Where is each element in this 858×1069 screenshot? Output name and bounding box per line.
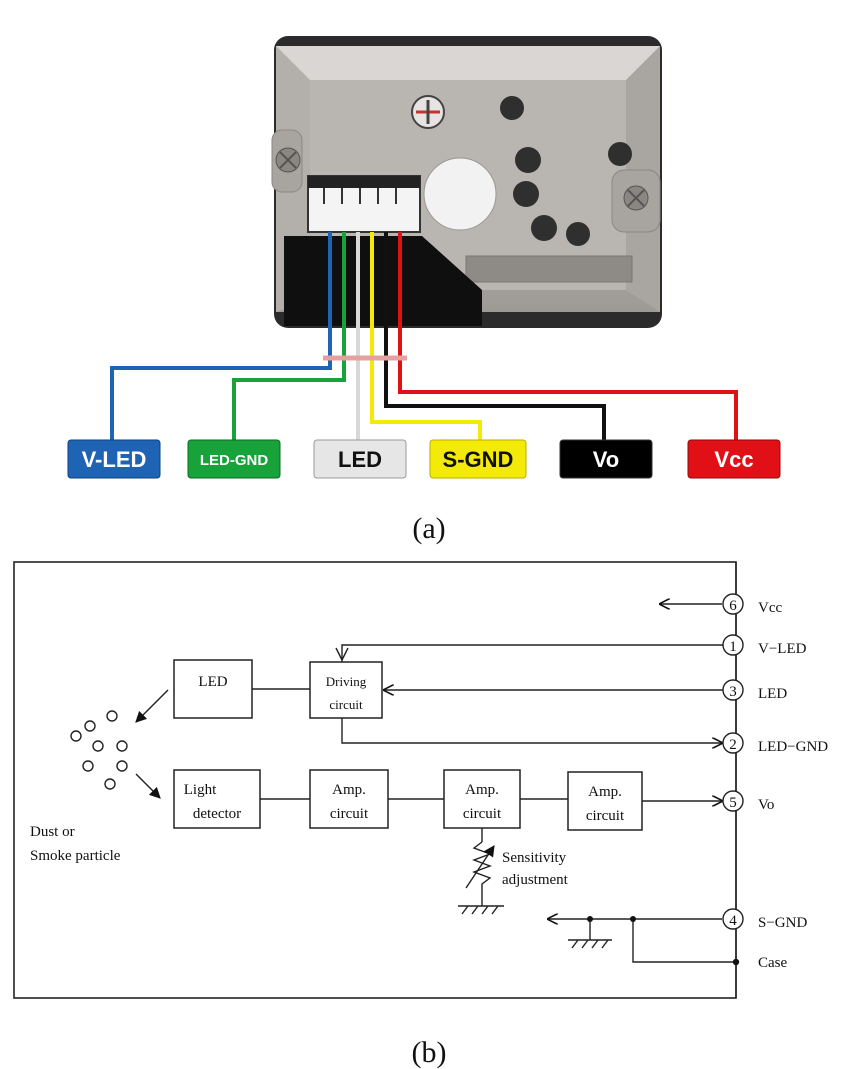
- svg-text:3: 3: [729, 684, 737, 700]
- block-light-detector: Light detector: [173, 769, 261, 829]
- terminal-1-v-led: 1 V−LED: [722, 634, 807, 657]
- block-amp-circuit-2: Amp. circuit: [443, 769, 521, 829]
- panel-b: LED Driving circuit Light detector Amp. …: [13, 561, 828, 1069]
- pin-label-vo: Vo: [559, 439, 653, 479]
- block-amp-circuit-3: Amp. circuit: [567, 771, 643, 831]
- wire-vo: [384, 232, 606, 444]
- light-arrows: [135, 689, 169, 799]
- panel-a: V-LED LED-GND LED S-GND Vo Vcc (a): [67, 36, 781, 545]
- svg-text:Light: Light: [184, 782, 217, 798]
- svg-text:LED−GND: LED−GND: [758, 739, 828, 755]
- svg-text:circuit: circuit: [586, 808, 625, 824]
- svg-text:LED-GND: LED-GND: [200, 452, 268, 469]
- pin-label-led: LED: [313, 439, 407, 479]
- svg-text:Vcc: Vcc: [714, 447, 753, 472]
- terminal-2-led-gnd: 2 LED−GND: [722, 732, 828, 755]
- svg-text:4: 4: [729, 913, 737, 929]
- svg-text:5: 5: [729, 795, 737, 811]
- sensitivity-label-line1: Sensitivity: [502, 850, 567, 866]
- svg-text:circuit: circuit: [463, 806, 502, 822]
- block-led: LED: [173, 659, 253, 719]
- particle-icons: [70, 710, 128, 790]
- wire-harness: [110, 232, 738, 444]
- variable-resistor-icon: [465, 841, 495, 892]
- ground-symbol-sensitivity: [458, 905, 504, 915]
- svg-text:circuit: circuit: [330, 806, 369, 822]
- svg-text:V-LED: V-LED: [82, 447, 147, 472]
- svg-text:Amp.: Amp.: [332, 782, 366, 798]
- svg-text:2: 2: [729, 737, 737, 753]
- svg-text:Amp.: Amp.: [588, 784, 622, 800]
- block-driving-circuit: Driving circuit: [309, 661, 383, 719]
- svg-text:LED: LED: [338, 447, 382, 472]
- case-label: Case: [758, 955, 788, 971]
- svg-text:Vcc: Vcc: [758, 600, 782, 616]
- svg-text:V−LED: V−LED: [758, 641, 807, 657]
- svg-text:detector: detector: [193, 806, 241, 822]
- terminal-5-vo: 5 Vo: [722, 790, 774, 813]
- wire-vcc: [398, 232, 738, 444]
- svg-text:Driving: Driving: [326, 674, 367, 689]
- pin-label-vcc: Vcc: [687, 439, 781, 479]
- junction-dots: [587, 916, 740, 966]
- svg-text:6: 6: [729, 598, 737, 614]
- svg-text:circuit: circuit: [329, 697, 363, 712]
- svg-text:Vo: Vo: [593, 447, 619, 472]
- ground-symbol-s-gnd: [568, 939, 612, 949]
- wire-s-gnd: [370, 232, 482, 444]
- svg-text:Amp.: Amp.: [465, 782, 499, 798]
- terminal-6-vcc: 6 Vcc: [722, 593, 782, 616]
- pin-label-led-gnd: LED-GND: [187, 439, 281, 479]
- svg-text:LED: LED: [198, 674, 227, 690]
- svg-text:LED: LED: [758, 686, 787, 702]
- svg-text:Vo: Vo: [758, 797, 774, 813]
- svg-text:S−GND: S−GND: [758, 915, 807, 931]
- caption-a: (a): [412, 512, 445, 545]
- wire-v-led: [110, 232, 332, 444]
- terminal-4-s-gnd: 4 S−GND: [722, 908, 807, 931]
- terminal-3-led: 3 LED: [722, 679, 787, 702]
- pin-label-v-led: V-LED: [67, 439, 161, 479]
- pin-label-s-gnd: S-GND: [429, 439, 527, 479]
- svg-text:1: 1: [729, 639, 737, 655]
- particle-label-line2: Smoke particle: [30, 848, 121, 864]
- svg-text:S-GND: S-GND: [443, 447, 514, 472]
- caption-b: (b): [412, 1036, 447, 1069]
- block-amp-circuit-1: Amp. circuit: [309, 769, 389, 829]
- particle-label-line1: Dust or: [30, 824, 75, 840]
- wire-led-gnd: [232, 232, 346, 444]
- sensitivity-label-line2: adjustment: [502, 872, 569, 888]
